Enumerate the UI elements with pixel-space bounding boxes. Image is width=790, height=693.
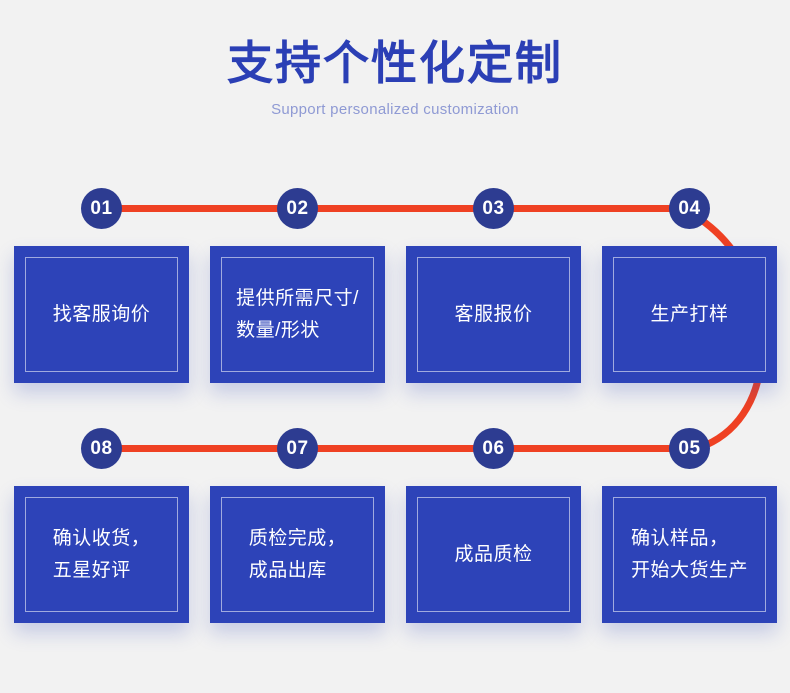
step-box-04[interactable]: 生产打样 (602, 246, 777, 383)
step-circle-06[interactable]: 06 (473, 428, 514, 469)
step-box-label: 确认样品， 开始大货生产 (630, 527, 748, 581)
step-box-label: 质检完成， 成品出库 (248, 527, 347, 581)
step-box-02[interactable]: 提供所需尺寸/ 数量/形状 (210, 246, 385, 383)
step-box-frame: 确认样品， 开始大货生产 (613, 497, 766, 612)
step-box-frame: 确认收货， 五星好评 (25, 497, 178, 612)
step-box-label: 客服报价 (454, 303, 533, 325)
step-box-frame: 成品质检 (417, 497, 570, 612)
step-circle-02[interactable]: 02 (277, 188, 318, 229)
step-box-label: 生产打样 (650, 303, 729, 325)
step-box-frame: 提供所需尺寸/ 数量/形状 (221, 257, 374, 372)
step-box-05[interactable]: 确认样品， 开始大货生产 (602, 486, 777, 623)
step-box-label: 提供所需尺寸/ 数量/形状 (236, 287, 359, 341)
step-box-label: 确认收货， 五星好评 (52, 527, 151, 581)
step-circle-03[interactable]: 03 (473, 188, 514, 229)
step-box-03[interactable]: 客服报价 (406, 246, 581, 383)
step-box-06[interactable]: 成品质检 (406, 486, 581, 623)
step-box-07[interactable]: 质检完成， 成品出库 (210, 486, 385, 623)
step-circle-01[interactable]: 01 (81, 188, 122, 229)
step-circle-08[interactable]: 08 (81, 428, 122, 469)
step-box-frame: 生产打样 (613, 257, 766, 372)
step-box-01[interactable]: 找客服询价 (14, 246, 189, 383)
step-circle-04[interactable]: 04 (669, 188, 710, 229)
step-box-frame: 质检完成， 成品出库 (221, 497, 374, 612)
header: 支持个性化定制 Support personalized customizati… (0, 0, 790, 119)
page-subtitle: Support personalized customization (271, 101, 519, 118)
step-box-label: 找客服询价 (52, 303, 151, 325)
step-box-frame: 找客服询价 (25, 257, 178, 372)
step-box-08[interactable]: 确认收货， 五星好评 (14, 486, 189, 623)
step-box-frame: 客服报价 (417, 257, 570, 372)
step-circle-05[interactable]: 05 (669, 428, 710, 469)
page-title: 支持个性化定制 (227, 37, 563, 89)
step-circle-07[interactable]: 07 (277, 428, 318, 469)
step-box-label: 成品质检 (454, 543, 533, 565)
